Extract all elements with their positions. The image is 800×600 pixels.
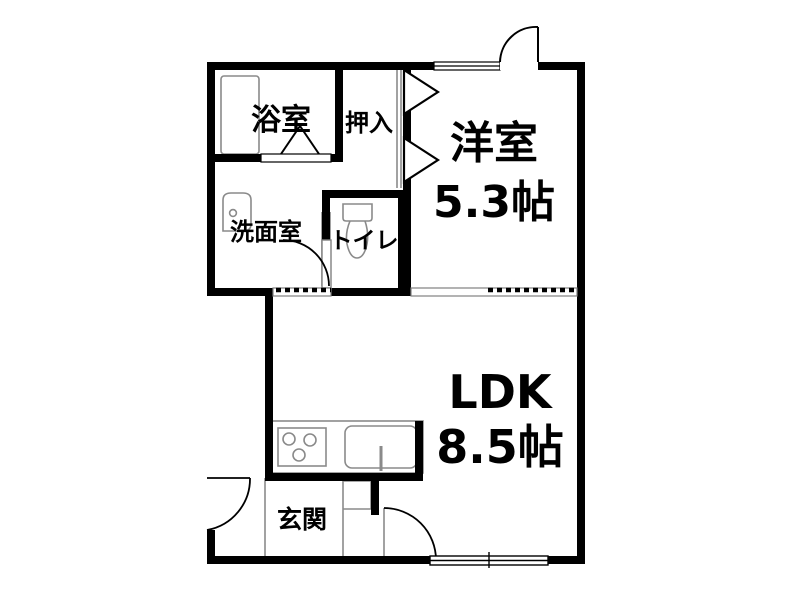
wall-right-outer — [577, 62, 585, 564]
burner-front-right-icon — [303, 433, 317, 447]
washbasin-icon — [222, 192, 252, 232]
wall-bath-closet-divider — [335, 62, 343, 162]
label-entrance: 玄関 — [277, 505, 327, 534]
wall-hall-right — [371, 473, 379, 515]
wall-closet-bedroom — [403, 62, 411, 188]
wall-left-upper — [207, 62, 215, 296]
label-ldk: LDK — [448, 365, 553, 419]
label-bedroom-area: 5.3帖 — [433, 177, 555, 228]
entrance-swing-door[interactable] — [206, 477, 251, 531]
wall-bath-washroom — [213, 154, 261, 162]
burner-rear-icon — [292, 448, 306, 462]
room-labels-layer: 浴室 洗面室 トイレ 押入 洋室 5.3帖 LDK 8.5帖 玄関 — [230, 103, 564, 534]
wall-left-ldk — [265, 288, 273, 478]
wall-corridor-bottom-left — [331, 288, 406, 296]
washbasin-drain-icon — [228, 208, 238, 218]
label-ldk-area: 8.5帖 — [436, 420, 564, 474]
wall-kitchen-end — [415, 421, 423, 473]
bedroom-top-window[interactable] — [433, 61, 501, 71]
ldk-window[interactable] — [429, 552, 549, 568]
bathroom-folding-door[interactable] — [260, 124, 332, 163]
label-bedroom: 洋室 — [450, 118, 538, 169]
toilet-tank-icon — [342, 203, 373, 222]
burner-front-left-icon — [282, 432, 296, 446]
cooktop-icon — [277, 427, 327, 467]
label-toilet: トイレ — [330, 228, 399, 254]
label-bathroom: 浴室 — [251, 103, 311, 138]
wall-toilet-right — [398, 190, 406, 288]
label-washroom: 洗面室 — [230, 218, 302, 246]
toilet-bowl-icon — [345, 220, 369, 259]
hall-to-ldk-swing-door[interactable] — [383, 507, 437, 561]
wall-corridor-bedroom — [403, 188, 411, 296]
wall-top-upper — [207, 62, 585, 70]
toilet-sliding-door[interactable] — [272, 287, 332, 297]
bedroom-top-door[interactable] — [499, 25, 539, 70]
wall-kitchen-bottom — [265, 473, 423, 481]
wall-toilet-top — [322, 190, 406, 198]
label-closet: 押入 — [345, 109, 393, 137]
wall-bottom-outer — [207, 556, 585, 564]
wall-upper-block-bottom — [207, 288, 273, 296]
openings-layer — [206, 25, 578, 568]
bedroom-ldk-sliding-door[interactable] — [410, 287, 578, 297]
closet-folding-doors[interactable] — [402, 67, 441, 185]
